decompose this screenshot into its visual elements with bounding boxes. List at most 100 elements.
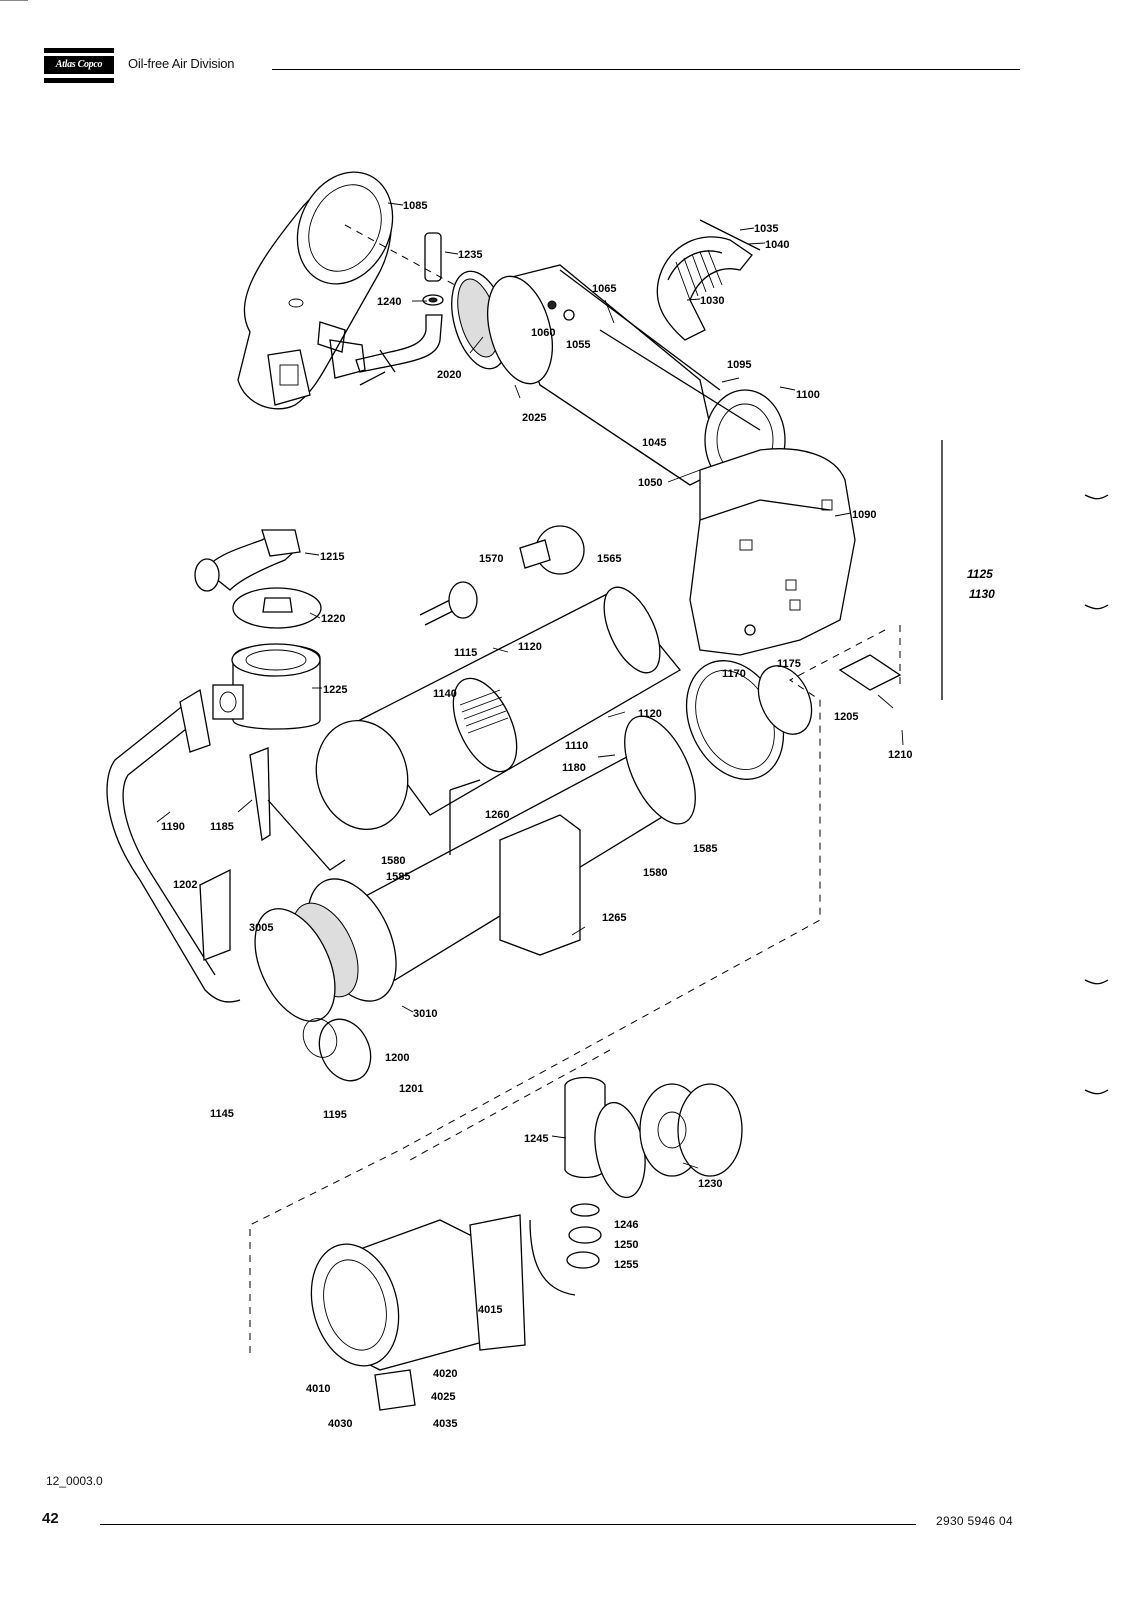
plate-1202 — [199, 868, 231, 961]
label-4020: 4020 — [433, 1368, 457, 1380]
figure-id: 12_0003.0 — [46, 1474, 103, 1488]
label-1050: 1050 — [638, 477, 662, 489]
label-1565: 1565 — [597, 553, 621, 565]
label-2025: 2025 — [522, 412, 546, 424]
label-1110: 1110 — [565, 740, 588, 752]
label-1201: 1201 — [399, 1083, 423, 1095]
valve-housing-1225 — [212, 643, 321, 730]
envelope-dash-a — [249, 629, 886, 1355]
label-1130: 1130 — [969, 587, 995, 601]
label-1125: 1125 — [967, 567, 993, 581]
label-1065: 1065 — [592, 283, 616, 295]
label-4015: 4015 — [478, 1304, 502, 1316]
part-labels: 1085 1235 1240 2020 1035 1040 1030 1065 … — [161, 200, 995, 1430]
edge-mark-3 — [1084, 979, 1109, 985]
label-1175: 1175 — [777, 658, 801, 670]
label-1090: 1090 — [852, 509, 876, 521]
label-1585a: 1585 — [386, 871, 410, 883]
valve-1245 — [564, 1076, 646, 1269]
label-1265: 1265 — [602, 912, 626, 924]
gearbox-housing-1090 — [689, 389, 856, 656]
label-1140: 1140 — [433, 688, 457, 700]
label-1035: 1035 — [754, 223, 778, 235]
label-1045: 1045 — [642, 437, 666, 449]
label-1205: 1205 — [834, 711, 858, 723]
label-1180: 1180 — [562, 762, 586, 774]
footer-rule — [100, 1524, 916, 1525]
label-1040: 1040 — [765, 239, 789, 251]
division-title: Oil-free Air Division — [128, 56, 235, 71]
document-number: 2930 5946 04 — [936, 1514, 1014, 1528]
axis-dash-top — [344, 224, 456, 286]
gasket-1195 — [302, 1018, 338, 1058]
label-1260: 1260 — [485, 809, 509, 821]
label-1210: 1210 — [888, 749, 912, 761]
cover-1220 — [232, 587, 322, 629]
edge-mark-2 — [1084, 604, 1109, 610]
label-1185: 1185 — [210, 821, 234, 833]
label-1060: 1060 — [531, 327, 555, 339]
label-3005: 3005 — [249, 922, 273, 934]
atlas-copco-logo: Atlas Copco — [44, 48, 114, 84]
label-1225: 1225 — [323, 684, 347, 696]
label-1120b: 1120 — [638, 708, 662, 720]
housing-1265 — [499, 814, 581, 956]
cooler-1140 — [315, 586, 681, 831]
scan-mark — [0, 0, 28, 1]
housing-segment-1030 — [656, 236, 753, 341]
label-1200: 1200 — [385, 1052, 409, 1064]
label-1100: 1100 — [796, 389, 820, 401]
cooler-2025 — [451, 264, 721, 486]
housing-4010 — [310, 1214, 576, 1411]
logo-wordmark: Atlas Copco — [44, 56, 114, 74]
label-1230: 1230 — [698, 1178, 722, 1190]
axis-line-mid — [599, 329, 761, 431]
page-header: Atlas Copco Oil-free Air Division — [0, 0, 1128, 100]
label-1235: 1235 — [458, 249, 482, 261]
pipe-1190 — [106, 688, 241, 1003]
gear-cover-1085 — [237, 171, 394, 410]
header-rule — [272, 69, 1020, 70]
label-4030: 4030 — [328, 1418, 352, 1430]
nozzle-1565 — [419, 525, 585, 626]
page-number: 42 — [42, 1510, 59, 1527]
label-1190: 1190 — [161, 821, 185, 833]
label-2020: 2020 — [437, 369, 461, 381]
label-1145: 1145 — [210, 1108, 234, 1120]
coupling-1230 — [639, 1083, 743, 1177]
logo-bar-top — [44, 48, 114, 53]
elbow-1215 — [194, 529, 301, 592]
label-3010: 3010 — [413, 1008, 437, 1020]
label-1220: 1220 — [321, 613, 345, 625]
label-1202: 1202 — [173, 879, 197, 891]
plate-1205 — [838, 654, 902, 691]
label-1585b: 1585 — [693, 843, 717, 855]
label-1580a: 1580 — [381, 855, 405, 867]
bracket-1260 — [449, 779, 481, 855]
edge-mark-4 — [1084, 1089, 1109, 1095]
leader-lines — [156, 202, 904, 1169]
logo-bar-bottom — [44, 78, 114, 83]
label-1250: 1250 — [614, 1239, 638, 1251]
label-1580b: 1580 — [643, 867, 667, 879]
label-1246: 1246 — [614, 1219, 638, 1231]
label-4035: 4035 — [433, 1418, 457, 1430]
bracket-1185 — [249, 747, 346, 871]
label-1215: 1215 — [320, 551, 344, 563]
pipe-assembly-1235 — [317, 232, 444, 386]
cover-1195 — [318, 1018, 372, 1082]
label-1195: 1195 — [323, 1109, 347, 1121]
label-1240: 1240 — [377, 296, 401, 308]
label-1030: 1030 — [700, 295, 724, 307]
edge-mark-1 — [1084, 494, 1109, 500]
axis-line-top — [699, 219, 761, 251]
label-1170: 1170 — [722, 668, 746, 680]
label-1570: 1570 — [479, 553, 503, 565]
label-1120a: 1120 — [518, 641, 542, 653]
label-1255: 1255 — [614, 1259, 638, 1271]
label-1055: 1055 — [566, 339, 590, 351]
gasket-1170 — [685, 660, 813, 780]
label-1115: 1115 — [454, 647, 477, 659]
